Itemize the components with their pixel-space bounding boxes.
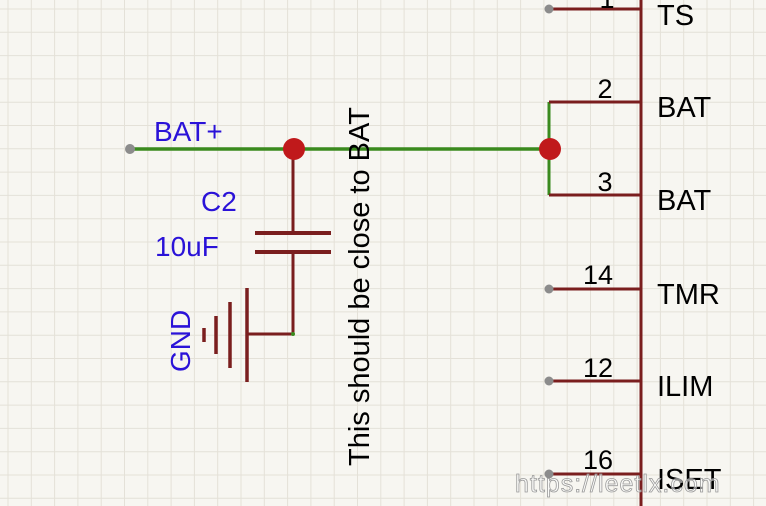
pin-endpoint-dot <box>544 469 554 479</box>
ic-pin-ilim[interactable] <box>544 376 642 386</box>
pin-name-bat-3: BAT <box>657 185 712 217</box>
pin-endpoint-dot <box>544 4 554 14</box>
placement-note: This should be close to BAT <box>344 107 376 466</box>
pin-endpoint-dot <box>544 376 554 386</box>
junction-dot <box>283 138 305 160</box>
net-label-bat-plus: BAT+ <box>154 116 223 147</box>
pin-name-iset: ISET <box>657 464 722 496</box>
capacitor-c2[interactable] <box>247 149 331 336</box>
capacitor-value-label: 10uF <box>155 231 219 262</box>
pin-number-12: 12 <box>583 353 613 383</box>
pin-number-2: 2 <box>597 74 612 104</box>
pin-endpoint-dot <box>544 284 554 294</box>
ground-symbol[interactable] <box>202 288 249 382</box>
ic-pin-ts[interactable] <box>544 4 642 14</box>
ground-label: GND <box>165 310 196 372</box>
pin-name-ts: TS <box>657 0 694 32</box>
ic-pin-iset[interactable] <box>544 469 642 479</box>
ic-pin-tmr[interactable] <box>544 284 642 294</box>
pin-name-bat-2: BAT <box>657 92 712 124</box>
pin-number-14: 14 <box>583 260 613 290</box>
net-endpoint-dot <box>125 144 135 154</box>
pin-name-ilim: ILIM <box>657 371 713 403</box>
junction-dot <box>539 138 561 160</box>
pin-name-tmr: TMR <box>657 279 720 311</box>
watermark: https://leetlx.com <box>515 470 721 498</box>
capacitor-ref-label: C2 <box>201 186 237 217</box>
pin-number-1: 1 <box>599 0 614 14</box>
pin-number-16: 16 <box>583 445 613 475</box>
pin-number-3: 3 <box>597 167 612 197</box>
